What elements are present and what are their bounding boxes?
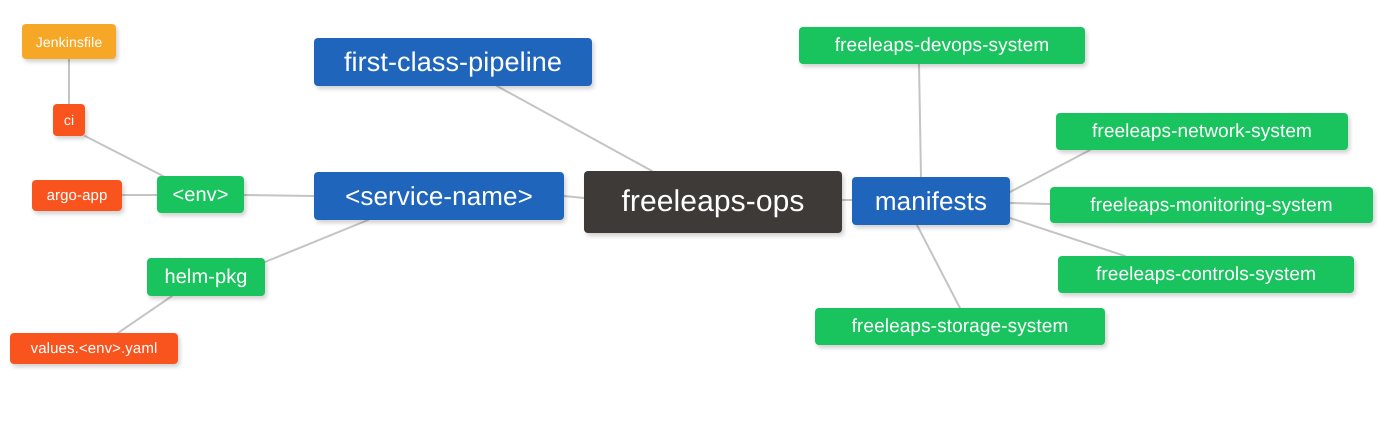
node-freeleaps-storage-system[interactable]: freeleaps-storage-system [815,308,1105,345]
edge-service-name-ops [563,195,585,199]
edge-manifests-network [1009,149,1091,193]
edge-manifests-devops [918,63,922,178]
edge-helm-pkg-values [117,295,173,334]
node-freeleaps-controls-system[interactable]: freeleaps-controls-system [1058,256,1354,293]
node-freeleaps-monitoring-system[interactable]: freeleaps-monitoring-system [1050,187,1373,223]
node-freeleaps-devops-system[interactable]: freeleaps-devops-system [799,27,1085,64]
node-values-env-yaml[interactable]: values.<env>.yaml [10,333,178,364]
node-service-name[interactable]: <service-name> [314,172,564,220]
node-ci[interactable]: ci [53,104,85,136]
node-freeleaps-ops[interactable]: freeleaps-ops [584,171,842,233]
edge-first-class-pipeline-ops [496,85,653,172]
node-helm-pkg[interactable]: helm-pkg [147,258,265,296]
edge-env-service-name [243,194,315,197]
edge-service-name-helm-pkg [264,219,369,263]
edge-manifests-controls [1009,217,1126,257]
edge-manifests-storage [916,224,961,309]
node-first-class-pipeline[interactable]: first-class-pipeline [314,38,592,86]
node-manifests[interactable]: manifests [852,177,1010,225]
node-env[interactable]: <env> [157,176,244,213]
node-freeleaps-network-system[interactable]: freeleaps-network-system [1056,113,1348,150]
node-argo-app[interactable]: argo-app [32,180,122,211]
edge-manifests-monitoring [1009,202,1051,205]
node-jenkinsfile[interactable]: Jenkinsfile [22,24,116,59]
edge-ci-env [84,135,164,177]
